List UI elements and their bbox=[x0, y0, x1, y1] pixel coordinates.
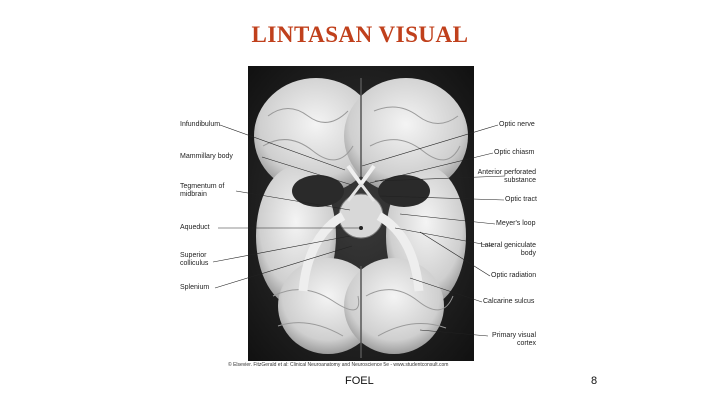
label-optic-chiasm: Optic chiasm bbox=[494, 149, 535, 156]
label-meyers-loop: Meyer's loop bbox=[496, 220, 536, 227]
image-credit: © Elsevier. FitzGerald et al: Clinical N… bbox=[228, 362, 449, 368]
label-anterior-perforated-substance: Anterior perforated substance bbox=[477, 169, 536, 184]
label-optic-nerve: Optic nerve bbox=[499, 121, 535, 128]
label-mammillary-body: Mammillary body bbox=[180, 153, 233, 160]
slide-footer: FOEL bbox=[345, 375, 374, 387]
label-calcarine-sulcus: Calcarine sulcus bbox=[483, 298, 535, 305]
label-lateral-geniculate-body: Lateral geniculate body bbox=[480, 242, 536, 257]
page-number: 8 bbox=[591, 375, 598, 387]
label-optic-radiation: Optic radiation bbox=[491, 272, 537, 279]
slide-title: LINTASAN VISUAL bbox=[251, 22, 469, 47]
label-primary-visual-cortex: Primary visual cortex bbox=[492, 332, 536, 347]
label-infundibulum: Infundibulum bbox=[180, 121, 221, 128]
brain-dissection-image bbox=[248, 66, 474, 361]
label-aqueduct: Aqueduct bbox=[180, 224, 210, 231]
label-superior-colliculus: Superior colliculus bbox=[180, 252, 209, 267]
label-optic-tract: Optic tract bbox=[505, 196, 537, 203]
label-splenium: Splenium bbox=[180, 284, 210, 291]
label-tegmentum-of-midbrain: Tegmentum of midbrain bbox=[180, 183, 225, 198]
